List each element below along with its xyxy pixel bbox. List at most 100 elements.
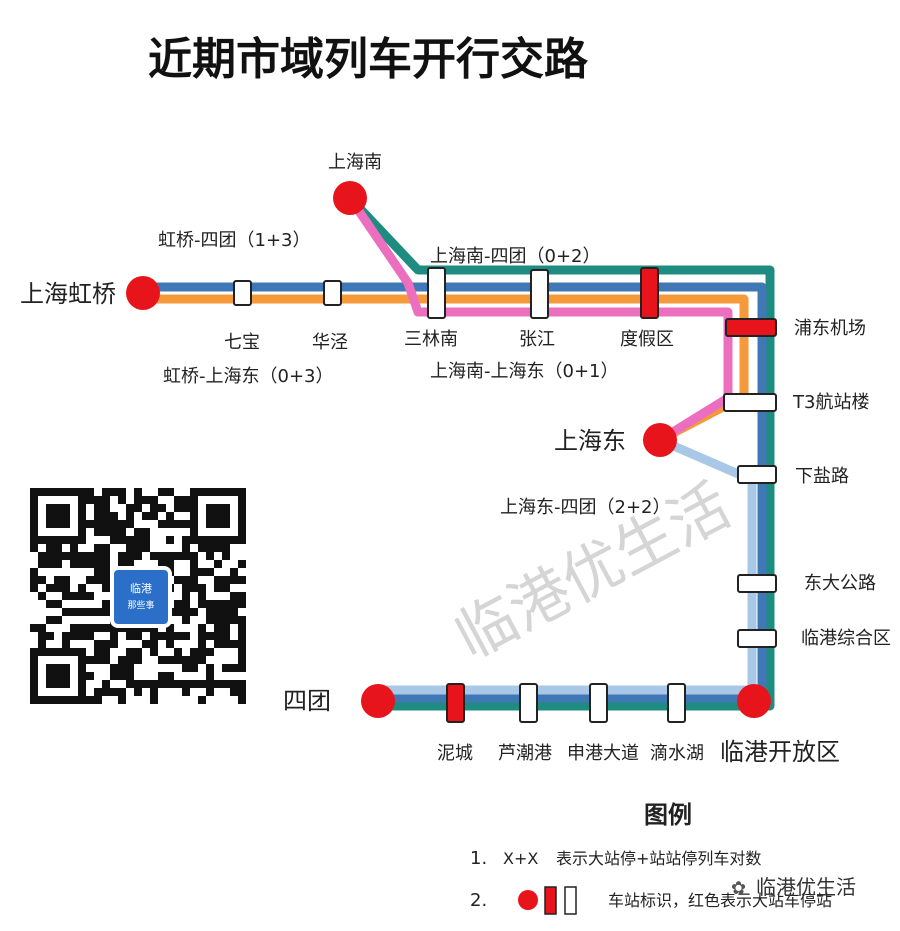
qr-module <box>86 560 94 568</box>
qr-module <box>94 552 102 560</box>
qr-module <box>30 584 38 592</box>
qr-module <box>62 640 70 648</box>
qr-module <box>86 496 94 504</box>
station-label-dongda: 东大公路 <box>804 573 876 594</box>
qr-module <box>166 672 174 680</box>
qr-module <box>70 608 78 616</box>
qr-module <box>94 512 102 520</box>
qr-module <box>46 584 54 592</box>
route-label-hongqiao-sixuan: 虹桥-四团（1+3） <box>158 230 310 251</box>
qr-module <box>150 504 158 512</box>
qr-module <box>174 504 182 512</box>
legend-item1-symbol: X+X <box>503 849 538 868</box>
qr-module <box>126 656 134 664</box>
qr-module <box>150 696 158 704</box>
qr-module <box>110 528 118 536</box>
line-shanghainan-shanghaidong <box>346 195 733 444</box>
qr-module <box>118 696 126 704</box>
qr-module <box>182 632 190 640</box>
qr-module <box>198 544 206 552</box>
qr-module <box>110 632 118 640</box>
qr-module <box>238 560 246 568</box>
qr-module <box>102 656 110 664</box>
station-label-zhangjiang: 张江 <box>519 329 555 350</box>
qr-module <box>190 664 198 672</box>
qr-module <box>182 544 190 552</box>
qr-module <box>134 488 142 496</box>
qr-module <box>222 608 230 616</box>
qr-module <box>158 632 166 640</box>
qr-module <box>118 488 126 496</box>
qr-module <box>142 528 150 536</box>
qr-module <box>118 528 126 536</box>
station-marker-sixuan <box>361 684 395 718</box>
qr-module <box>134 552 142 560</box>
qr-module <box>222 552 230 560</box>
qr-module <box>94 528 102 536</box>
qr-module <box>94 608 102 616</box>
qr-module <box>126 520 134 528</box>
qr-module <box>222 632 230 640</box>
qr-module <box>102 584 110 592</box>
route-labels: 虹桥-四团（1+3） 上海南-四团（0+2） 虹桥-上海东（0+3） 上海南-上… <box>158 230 670 518</box>
qr-module <box>166 488 174 496</box>
qr-module <box>30 544 38 552</box>
qr-module <box>166 656 174 664</box>
qr-module <box>126 680 134 688</box>
station-label-sixuan: 四团 <box>283 687 331 715</box>
station-marker-huajing <box>323 280 342 306</box>
qr-module <box>102 624 110 632</box>
qr-module <box>86 488 94 496</box>
qr-module <box>70 592 78 600</box>
qr-module <box>142 640 150 648</box>
qr-module <box>206 672 214 680</box>
qr-module <box>166 640 174 648</box>
qr-module <box>214 560 222 568</box>
qr-module <box>38 640 46 648</box>
page-title: 近期市域列车开行交路 <box>148 34 589 85</box>
account-name: 临港优生活 <box>756 875 856 899</box>
qr-module <box>142 544 150 552</box>
qr-module <box>62 608 70 616</box>
qr-module <box>166 552 174 560</box>
qr-module <box>238 688 246 696</box>
station-marker-xiayanlu <box>737 465 777 484</box>
qr-module <box>182 688 190 696</box>
qr-module <box>230 568 238 576</box>
qr-module <box>238 648 246 656</box>
station-label-hongqiao: 上海虹桥 <box>20 280 116 308</box>
qr-module <box>206 632 214 640</box>
qr-module <box>102 600 110 608</box>
station-marker-shanghainan <box>333 181 367 215</box>
qr-module <box>102 544 110 552</box>
qr-module <box>94 504 102 512</box>
qr-module <box>190 560 198 568</box>
qr-module <box>230 680 238 688</box>
qr-module <box>102 552 110 560</box>
qr-module <box>206 680 214 688</box>
line-hongqiao-sixuan <box>143 282 767 703</box>
qr-module <box>206 648 214 656</box>
qr-module <box>206 608 214 616</box>
station-label-dishuihu: 滴水湖 <box>650 743 704 764</box>
qr-module <box>54 560 62 568</box>
qr-module <box>118 496 126 504</box>
qr-module <box>174 552 182 560</box>
qr-module <box>238 656 246 664</box>
qr-module <box>102 488 110 496</box>
qr-module <box>118 664 126 672</box>
station-label-xiayanlu: 下盐路 <box>795 466 849 487</box>
qr-module <box>174 680 182 688</box>
qr-module <box>46 616 54 624</box>
station-label-lingang-kaifang: 临港开放区 <box>720 738 840 766</box>
legend-white-marker <box>564 886 577 915</box>
qr-module <box>206 552 214 560</box>
qr-module <box>134 680 142 688</box>
qr-module <box>126 672 134 680</box>
station-label-pudong-airport: 浦东机场 <box>794 318 866 339</box>
qr-module <box>166 632 174 640</box>
qr-module <box>182 656 190 664</box>
qr-module <box>238 600 246 608</box>
qr-module <box>102 648 110 656</box>
legend: 图例 1. X+X 表示大站停+站站停列车对数 2. 车站标识，红色表示大站车停… <box>470 801 832 915</box>
